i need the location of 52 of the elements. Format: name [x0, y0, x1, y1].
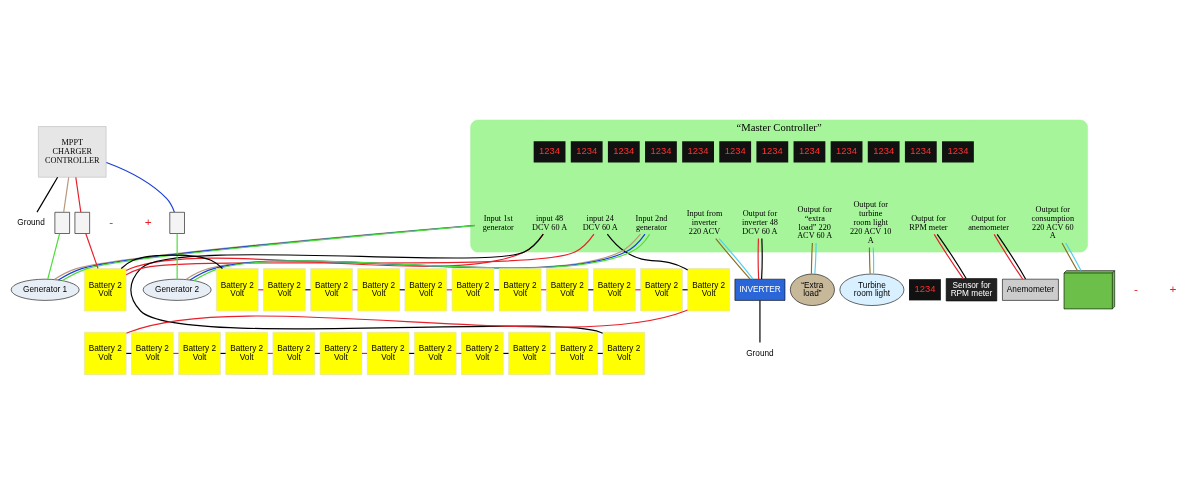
label: 1234	[650, 144, 672, 156]
connector	[757, 237, 760, 280]
connector	[63, 176, 70, 213]
connector	[868, 246, 871, 274]
connector	[872, 246, 875, 274]
label: 1234	[761, 144, 783, 156]
node-box	[169, 211, 185, 234]
node-box: MPPT CHARGER CONTROLLER	[38, 125, 107, 178]
connector	[75, 176, 82, 213]
label: 1234	[539, 144, 561, 156]
connector	[47, 232, 61, 280]
connector	[814, 241, 817, 275]
node-text: Input 2nd generator	[635, 213, 668, 231]
connector	[761, 237, 763, 280]
node-text: Output for RPM meter	[909, 213, 948, 231]
node-text: Input 1st generator	[482, 213, 514, 231]
node-box	[74, 211, 90, 234]
label: 1234	[914, 282, 936, 294]
label: 1234	[836, 144, 858, 156]
label: 1234	[687, 144, 709, 156]
node-text: input 48 DCV 60 A	[531, 213, 568, 231]
node-text: Output for inverter 48 DCV 60 A	[741, 208, 778, 236]
connector	[36, 176, 59, 213]
node-text: Output for anemometer	[968, 213, 1009, 231]
node-text: input 24 DCV 60 A	[582, 213, 618, 231]
connector	[759, 299, 761, 343]
label: 1234	[724, 144, 746, 156]
connector	[130, 233, 604, 334]
connector	[125, 308, 689, 334]
connector	[810, 241, 813, 274]
label: +	[1169, 281, 1177, 295]
connector	[1061, 241, 1078, 271]
connector	[85, 232, 99, 269]
label: 1234	[873, 144, 895, 156]
label: 1234	[910, 144, 932, 156]
label: 1234	[947, 144, 969, 156]
connector	[176, 232, 178, 280]
label: -	[109, 214, 114, 228]
connector	[606, 233, 689, 271]
label: -	[1133, 281, 1138, 295]
node-text: Input from inverter 220 ACV	[686, 208, 723, 236]
node-box	[54, 211, 70, 234]
connector	[1065, 241, 1082, 271]
label: 1234	[798, 144, 820, 156]
label: 1234	[613, 144, 635, 156]
node-text: Output for consumption 220 ACV 60 A	[1031, 204, 1075, 240]
connector	[105, 161, 175, 213]
node-text: Output for “extra load” 220 ACV 60 A	[797, 204, 833, 240]
label: 1234	[576, 144, 598, 156]
label: +	[144, 214, 152, 228]
connector	[120, 254, 224, 269]
node-text: Output for turbine room light 220 ACV 10 A	[849, 199, 892, 245]
